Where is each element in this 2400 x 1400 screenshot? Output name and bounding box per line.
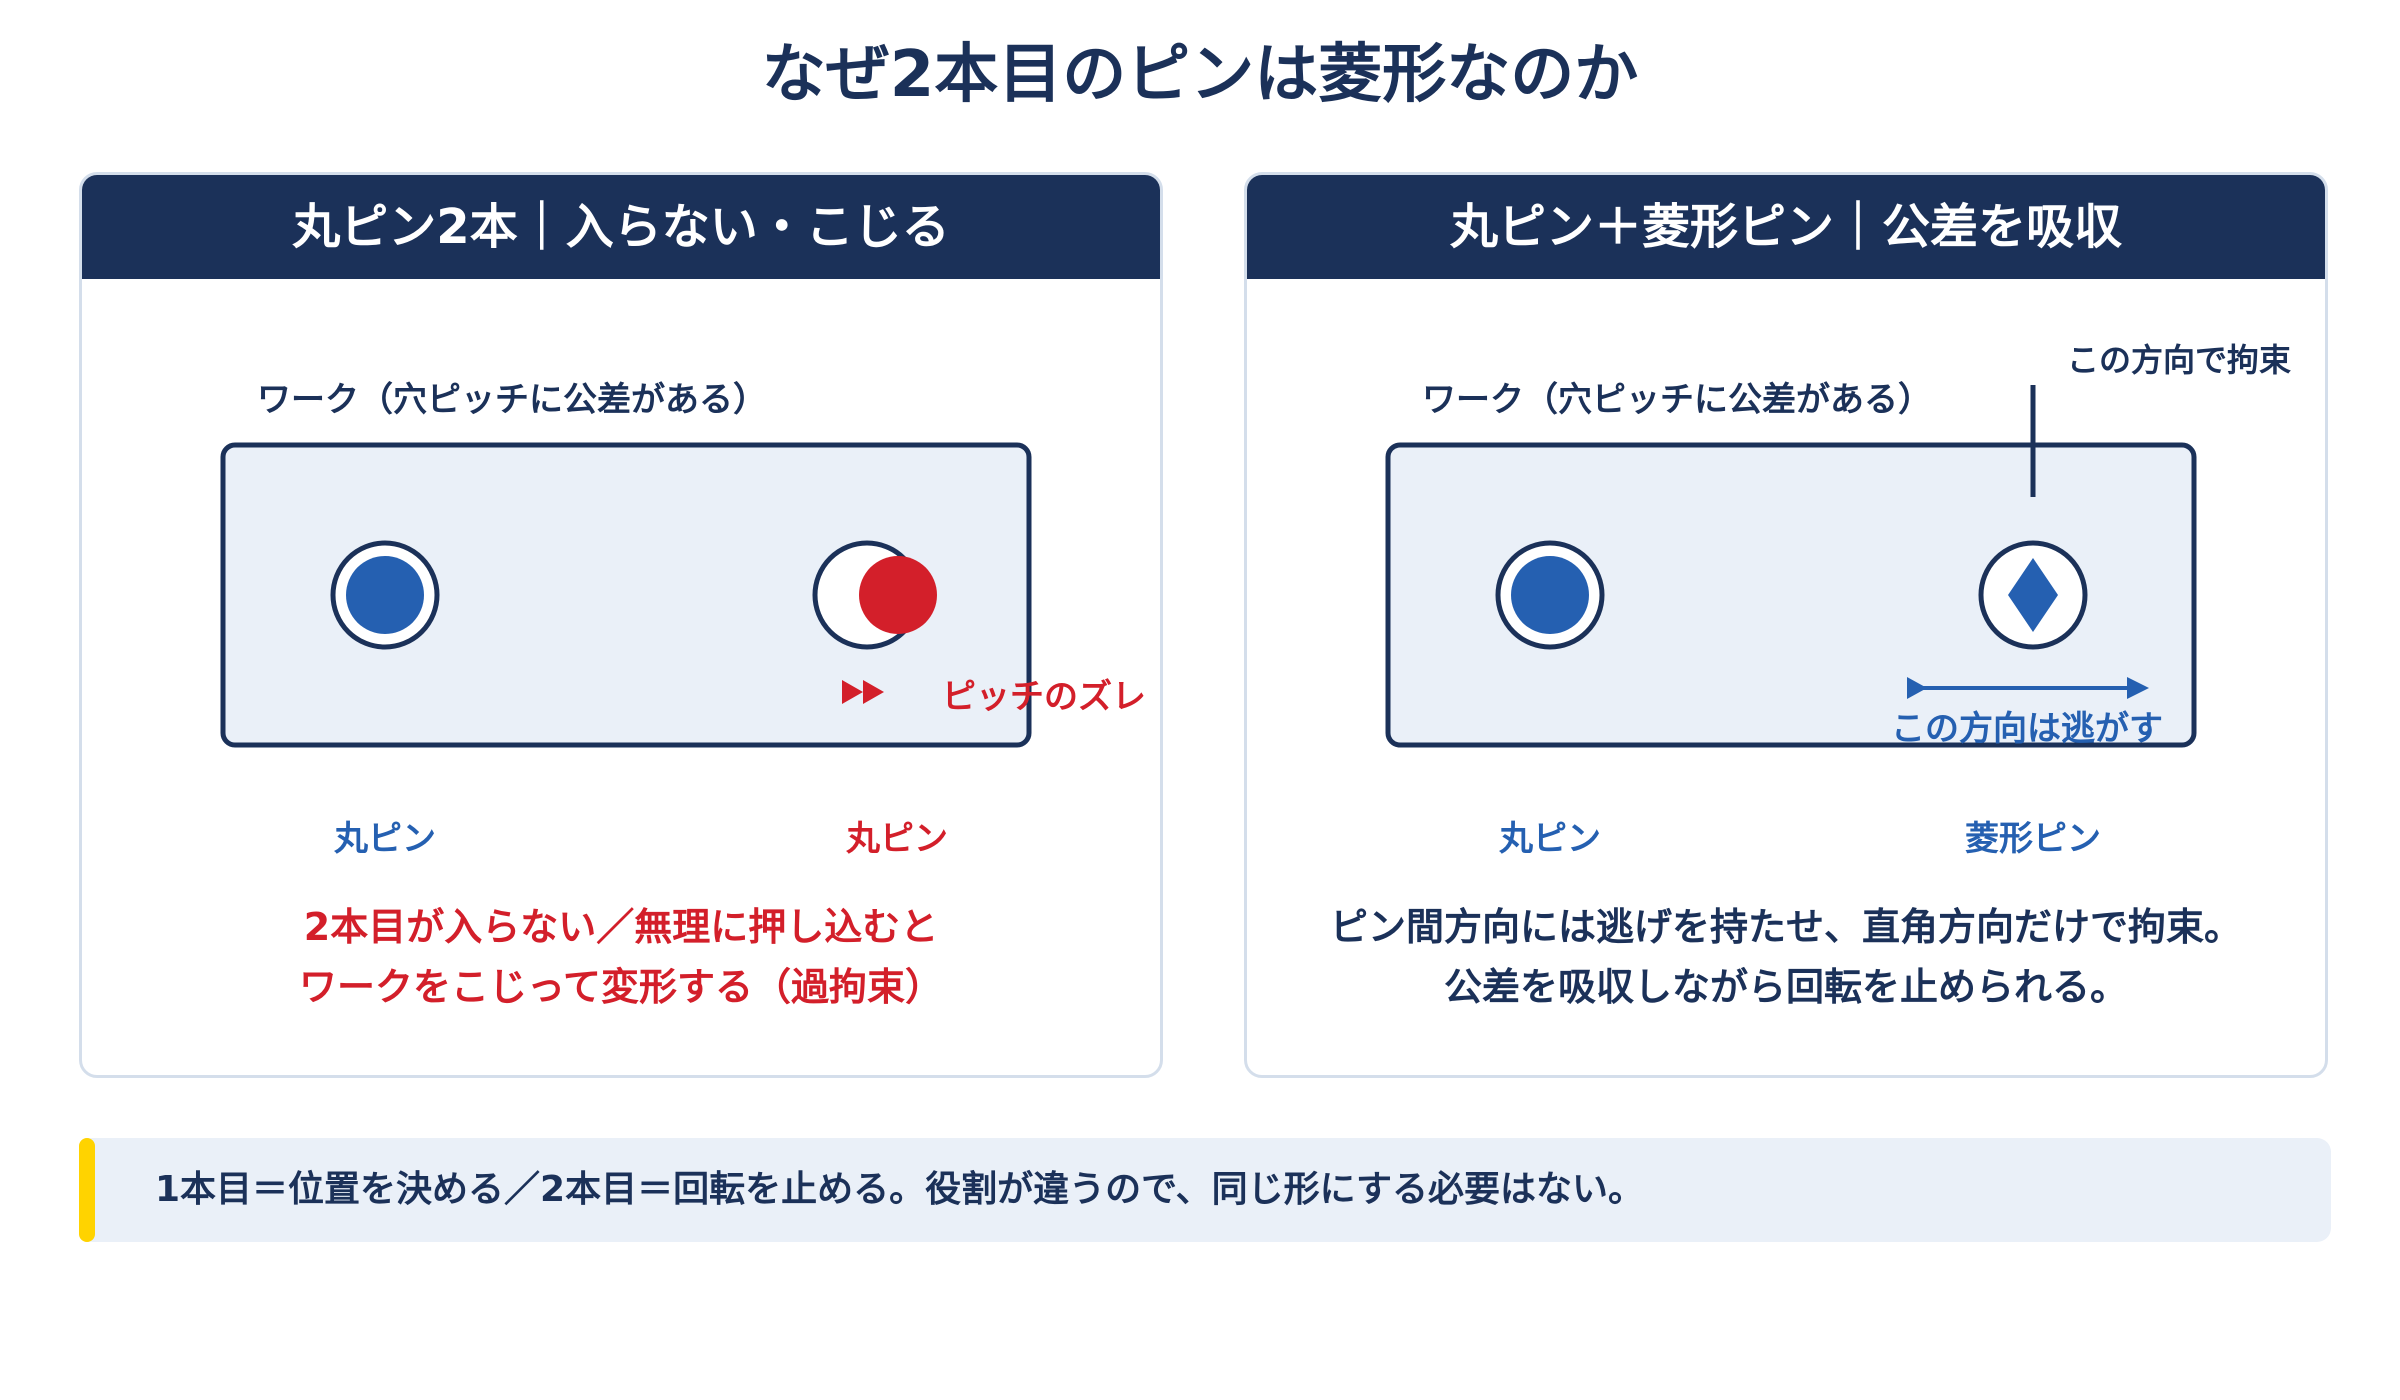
left-round-pin (346, 556, 424, 634)
panel-header: 丸ピン＋菱形ピン｜公差を吸収 (1247, 175, 2325, 279)
pitch-shift-arrow-1 (842, 680, 863, 704)
workpiece (220, 442, 1032, 748)
left-pin-label: 丸ピン (1499, 819, 1601, 859)
page-title: なぜ2本目のピンは菱形なのか (761, 38, 1639, 112)
escape-direction-label: この方向は逃がす (1891, 709, 2163, 749)
escape-arrow-left (1907, 677, 1927, 699)
panel-header: 丸ピン2本｜入らない・こじる (82, 175, 1160, 279)
conclusion-line-1: ピン間方向には逃げを持たせ、直角方向だけで拘束。 (1329, 905, 2242, 949)
conclusion-line-2: 公差を吸収しながら回転を止められる。 (1443, 965, 2128, 1009)
panel-round-and-diamond-pin: 丸ピン＋菱形ピン｜公差を吸収 ワーク（穴ピッチに公差がある） この方向で拘束 こ… (1244, 172, 2328, 1078)
summary-note (79, 1138, 2331, 1242)
round-diamond-pins-diagram (1385, 385, 2197, 748)
left-pin-label: 丸ピン (334, 819, 436, 859)
work-label: ワーク（穴ピッチに公差がある） (257, 380, 767, 420)
panel-two-round-pins: 丸ピン2本｜入らない・こじる ワーク（穴ピッチに公差がある） ピッチのズレ 丸ピ… (79, 172, 1163, 1078)
work-label: ワーク（穴ピッチに公差がある） (1422, 380, 1932, 420)
escape-arrow-right (2127, 677, 2149, 699)
summary-note-accent (79, 1138, 95, 1242)
left-round-pin (1511, 556, 1589, 634)
conclusion-line-1: 2本目が入らない／無理に押し込むと (303, 905, 939, 949)
diamond-pin (2008, 558, 2058, 632)
summary-note-text: 1本目＝位置を決める／2本目＝回転を止める。役割が違うので、同じ形にする必要はな… (155, 1169, 1645, 1210)
conclusion-line-2: ワークをこじって変形する（過拘束） (298, 965, 944, 1009)
right-pin-label: 丸ピン (846, 819, 948, 859)
right-round-pin-misaligned (859, 556, 937, 634)
pitch-shift-arrow-2 (863, 680, 884, 704)
workpiece (1385, 442, 2197, 748)
right-pin-label: 菱形ピン (1965, 819, 2101, 859)
constrain-direction-label: この方向で拘束 (2067, 341, 2292, 379)
two-round-pins-diagram (220, 442, 1032, 748)
pitch-shift-label: ピッチのズレ (942, 677, 1146, 717)
